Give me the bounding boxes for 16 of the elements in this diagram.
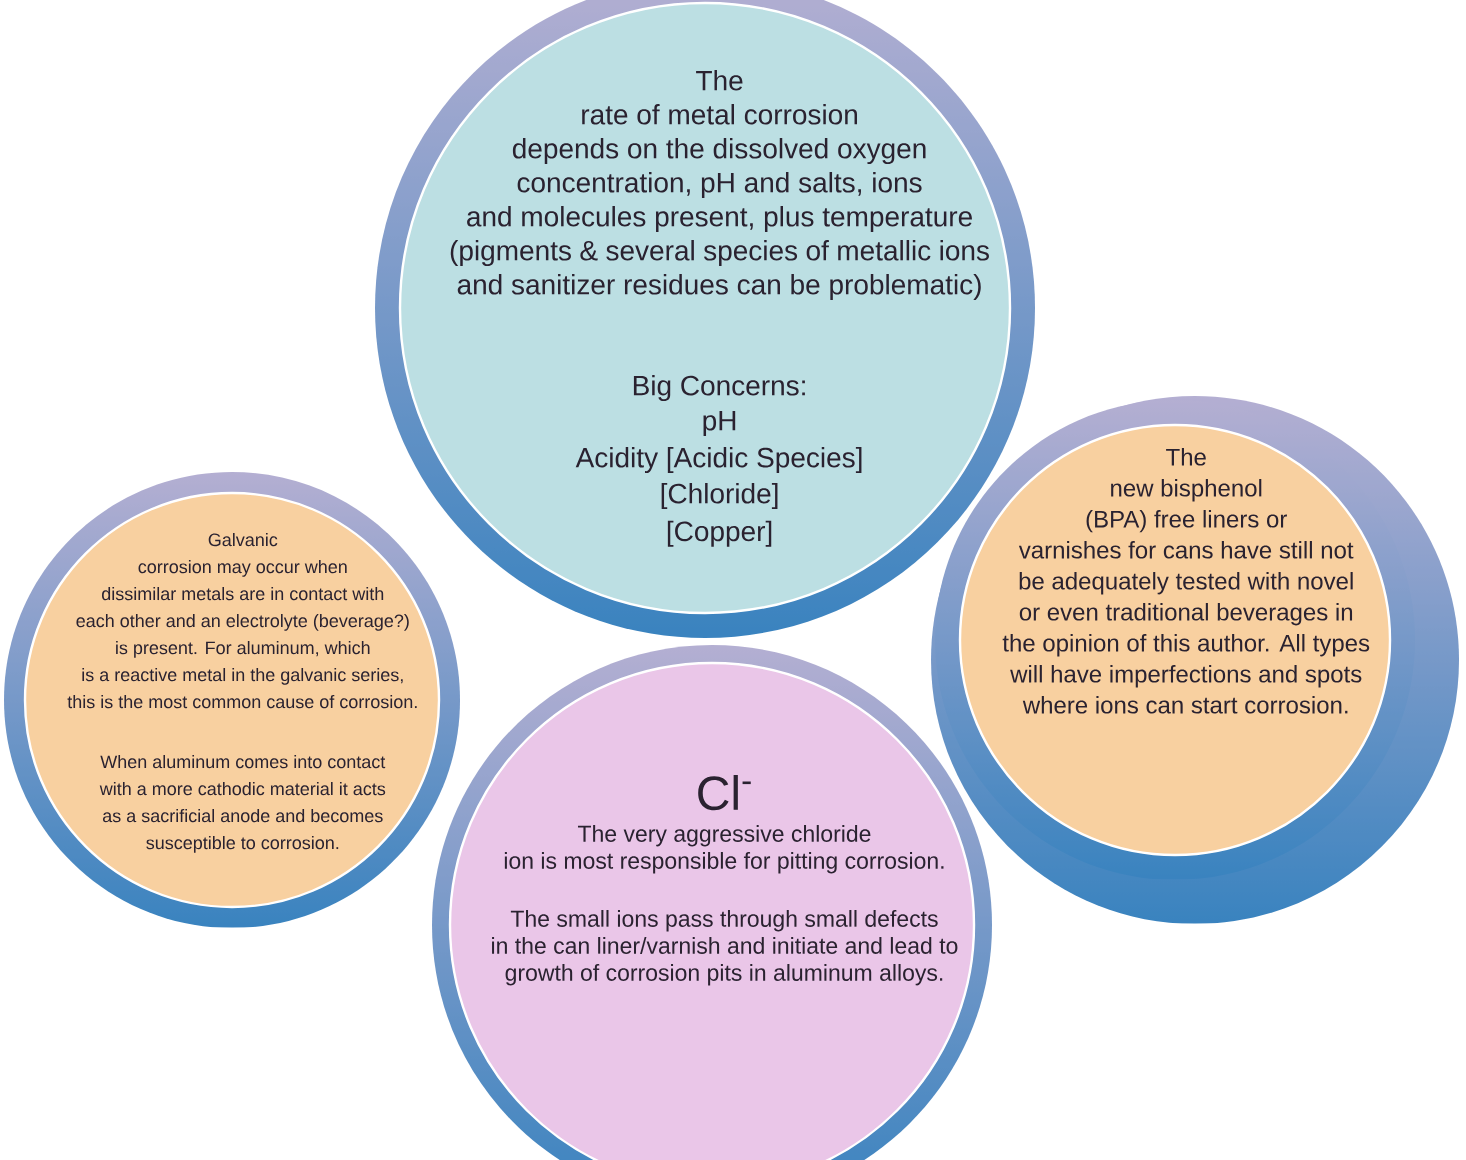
body-text: [Copper] [667,520,772,547]
circle-panel [23,491,441,909]
body-text: The small ions pass through small defects in the can liner/varnish and initiate and lead to growth of corrosion pits in aluminum alloys. [492,910,958,986]
circle-panel [958,423,1392,857]
circle-panel [398,1,1012,615]
body-text: [Chloride] [661,483,778,510]
heading: Big Concerns: [633,375,805,402]
body-text: Galvanic corrosion may occur when dissimilar metals are in contact with each other and an electrolyte (beverage?) is present. For aluminum, which is a reactive metal in the galvanic series, this is the most common cause of corrosion. [67,533,417,709]
body-text: The rate of metal corrosion depends on the dissolved oxygen concentration, pH and salts, ions and molecules present, plus temperature (pigments & several species of metallic ions and sanitizer residues can be problematic) [450,70,989,301]
body-text: When aluminum comes into contact with a more cathodic material it acts as a sacrificial anode and becomes susceptible to corrosion. [99,755,386,853]
ion-symbol: Cl$^{-}$ [698,775,751,811]
body-text: The very aggressive chloride ion is most responsible for pitting corrosion. [504,825,944,874]
body-text: pH [703,411,736,437]
circle-panel [448,661,976,1160]
body-text: The new bisphenol (BPA) free liners or varnishes for cans have still not be adequately tested with novel or even traditional beverages in the opinion of this author. All types will have imperfections and spots where ions can start corrosion. [1002,448,1370,714]
body-text: Acidity [Acidic Species] [575,447,862,474]
